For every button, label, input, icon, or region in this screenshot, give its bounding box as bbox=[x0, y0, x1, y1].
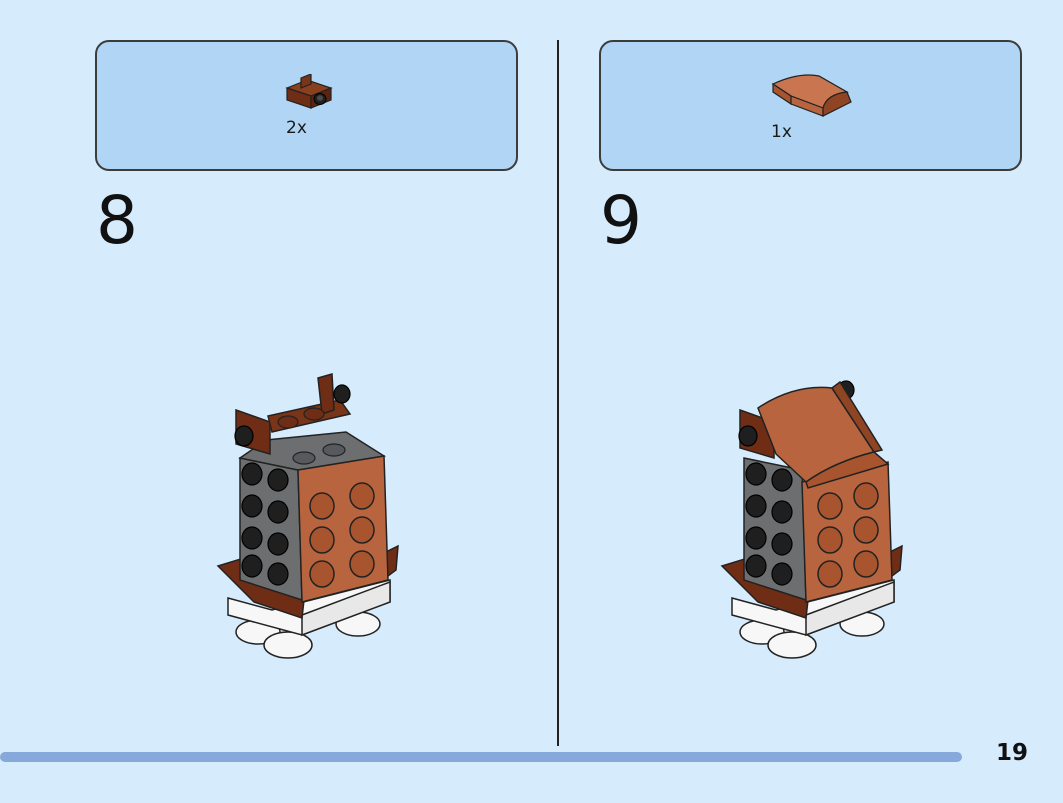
part-quantity: 1x bbox=[771, 122, 792, 142]
step-number-8: 8 bbox=[96, 182, 138, 259]
step-number-9: 9 bbox=[600, 182, 642, 259]
parts-list-panel-step-8: 2x bbox=[95, 40, 518, 171]
step-9-build-illustration bbox=[720, 380, 903, 659]
progress-bar bbox=[0, 752, 962, 762]
brown-bracket-plate-icon bbox=[285, 74, 333, 109]
step-8-build-illustration bbox=[216, 373, 399, 659]
step-divider bbox=[557, 40, 559, 746]
page-number: 19 bbox=[996, 740, 1029, 766]
part-quantity: 2x bbox=[286, 118, 307, 138]
brown-curved-slope-icon bbox=[771, 74, 852, 117]
parts-list-panel-step-9: 1x bbox=[599, 40, 1022, 171]
